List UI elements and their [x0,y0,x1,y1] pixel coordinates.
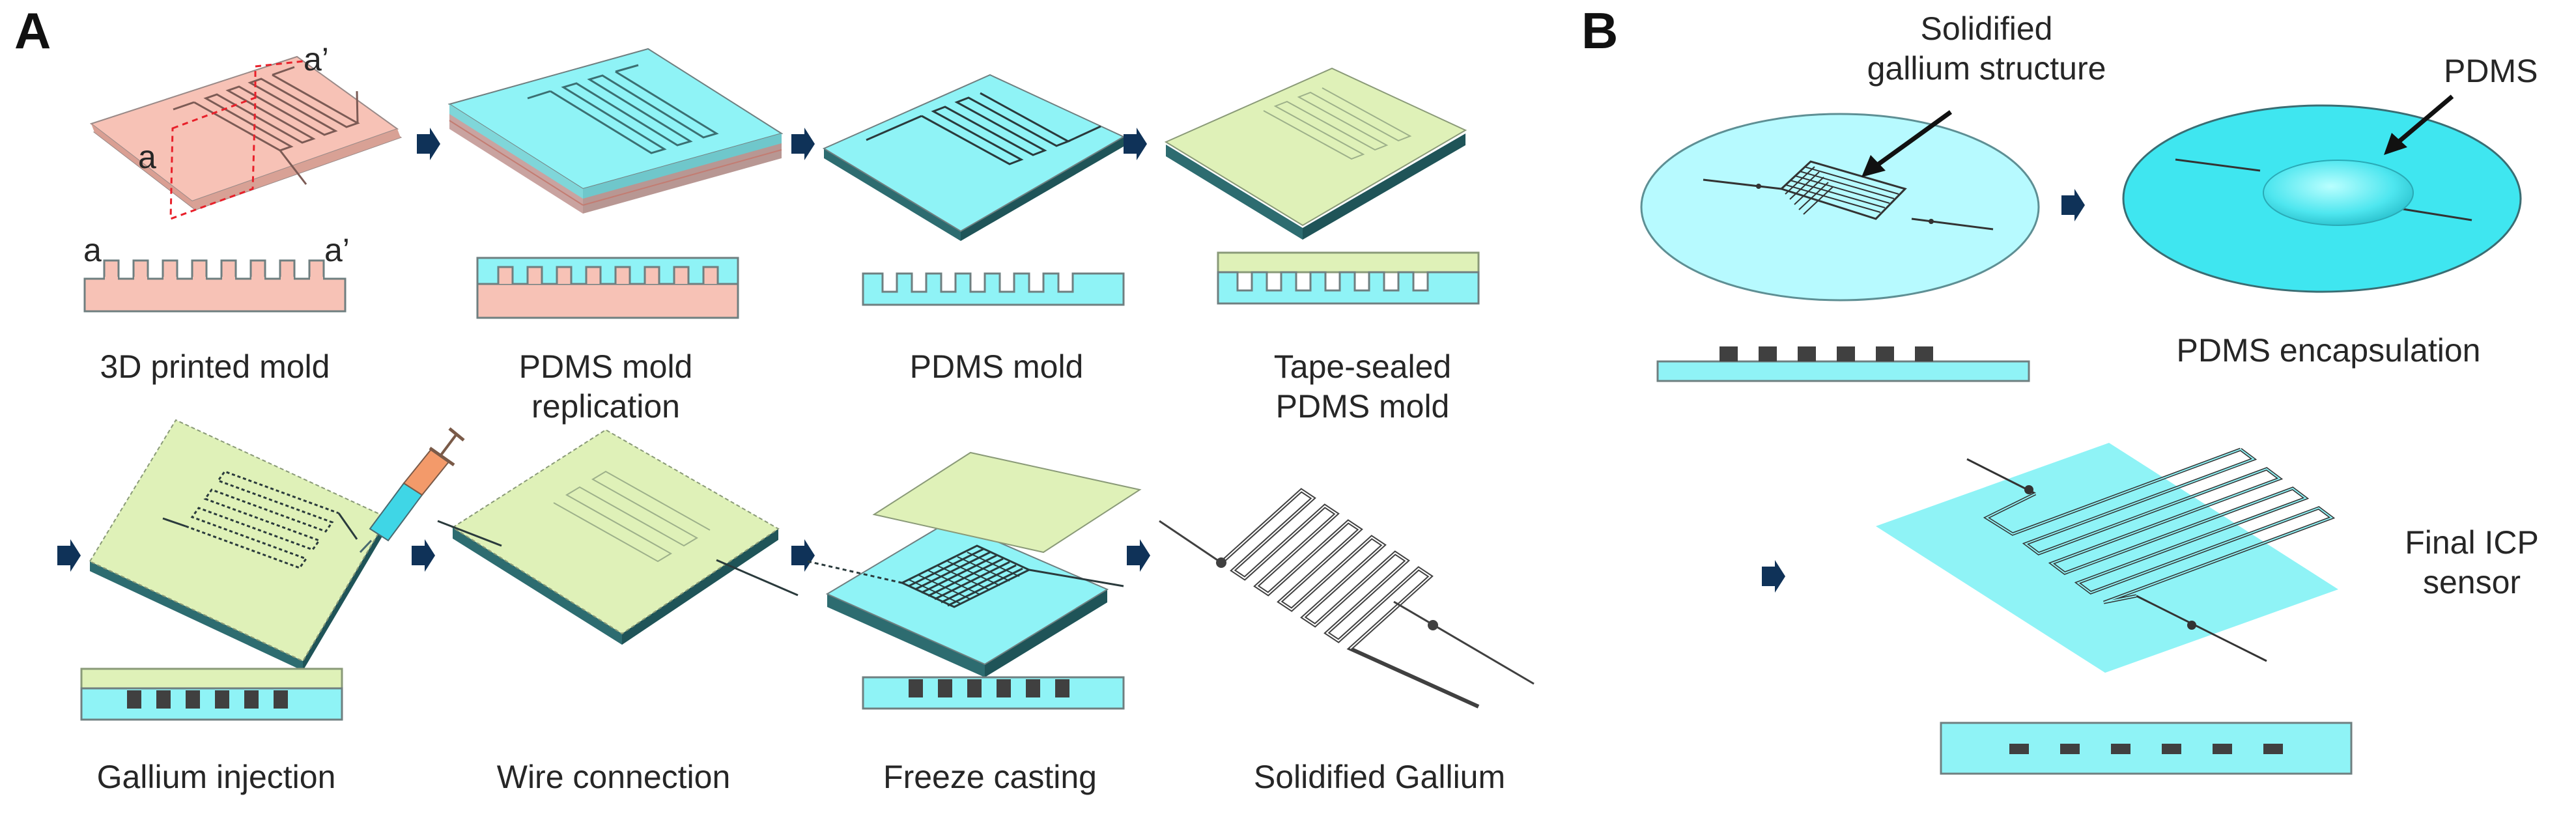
process-arrow-b1 [2061,189,2085,221]
step1-3d-printed-mold-iso [89,55,403,221]
panelb-cross-section-final [1940,722,2353,775]
step5-gallium-injection-iso [89,419,465,671]
section-mark-a-prime-top: a’ [304,41,329,77]
panelb-wafer-pdms [2122,104,2522,293]
section-mark-a-bottom: a [83,232,102,268]
label-solidified-gallium-structure: Solidified gallium structure [1867,10,2106,87]
process-arrow-5 [412,539,435,572]
pointer-arrow-pdms [2395,94,2454,145]
step1-cross-section [83,277,347,313]
step-caption: PDMS mold replication [518,348,693,425]
step5-cross-section-tape [80,668,343,690]
section-mark-a-top: a [138,139,156,175]
step3-pdms-mold-iso [822,74,1125,241]
panel-label-a: A [14,2,51,59]
step2-pdms-replication-iso [447,48,784,214]
step-caption: Wire connection [496,759,731,795]
panelb-cross-section-1 [1656,360,2030,382]
step-caption: Gallium injection [96,759,336,795]
process-arrow-1 [417,128,440,160]
process-arrow-7 [1127,539,1150,572]
step-caption: PDMS mold [909,348,1084,385]
section-mark-a-prime-bottom: a’ [324,232,350,268]
step-caption: Freeze casting [883,759,1097,795]
step5-cross-section-pdms [80,687,343,721]
step4-cross-section-tape [1217,251,1480,274]
step2-cross-section-pdms [476,257,739,285]
step6-wire-connection-iso [437,429,799,645]
step4-tape-sealed-iso [1164,67,1467,240]
process-arrow-4 [57,539,81,572]
panelb-final-sensor-iso [1876,443,2338,673]
step4-cross-section-pdms [1217,271,1480,305]
caption-pdms-encapsulation: PDMS encapsulation [2176,332,2481,369]
step3-cross-section [862,272,1125,306]
step-caption: Solidified Gallium [1253,759,1506,795]
pointer-arrow-gallium [1874,110,1953,168]
caption-final-icp-sensor: Final ICP sensor [2405,524,2539,600]
step7-freeze-casting-iso [807,451,1142,677]
step-caption: 3D printed mold [100,348,330,385]
label-pdms: PDMS [2444,53,2538,89]
process-arrow-2 [791,128,815,160]
panel-label-b: B [1581,2,1619,59]
process-arrow-3 [1124,128,1147,160]
process-arrow-b2 [1762,560,1785,593]
step8-solidified-gallium-iso [1159,488,1535,709]
panelb-wafer-gallium [1640,113,2040,302]
step7-cross-section [862,676,1125,710]
process-arrow-6 [791,539,815,572]
step-caption: Tape-sealed PDMS mold [1273,348,1452,425]
